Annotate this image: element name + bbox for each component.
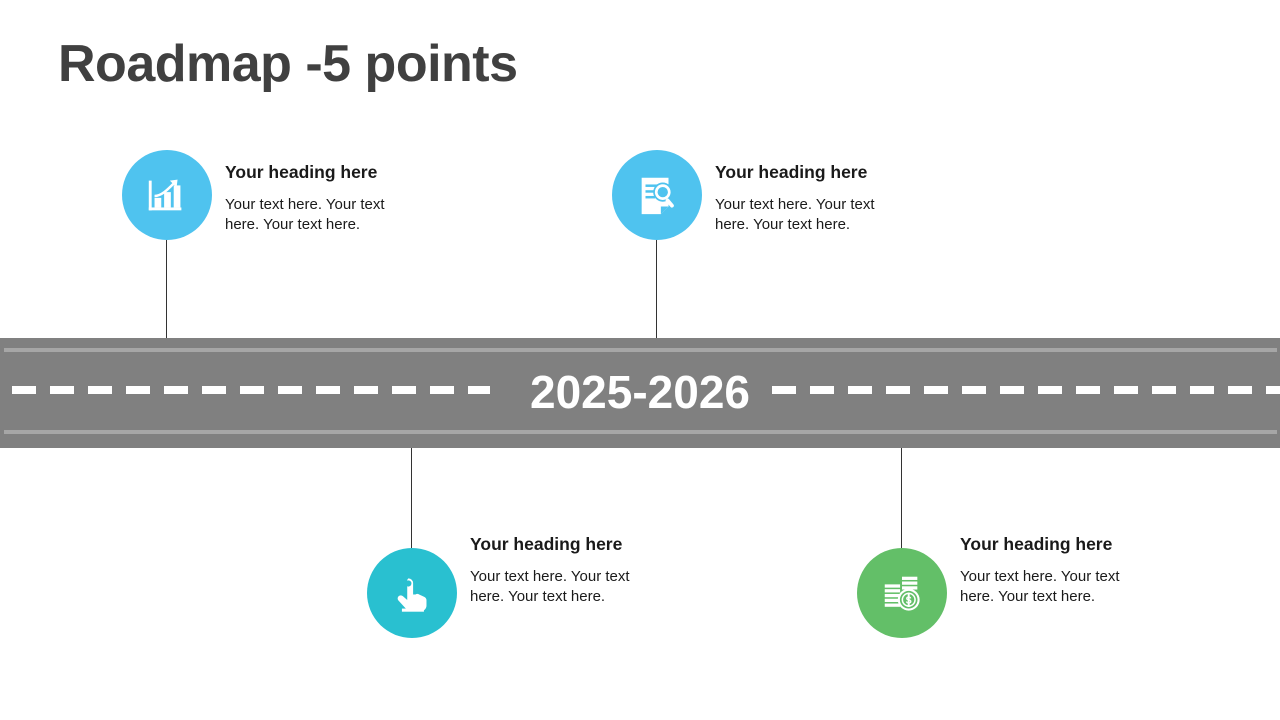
- road-lane-dash: [50, 386, 74, 394]
- road-lane-dash: [772, 386, 796, 394]
- connector-line-milestone-4: [901, 448, 902, 548]
- milestone-1-body: Your text here. Your text here. Your tex…: [225, 196, 385, 233]
- connector-line-milestone-1: [166, 240, 167, 340]
- road-timeline: 2025-2026: [0, 338, 1280, 448]
- road-lane-dash: [1038, 386, 1062, 394]
- milestone-4-text-block: Your heading here Your text here. Your t…: [960, 533, 1150, 606]
- road-lane-dash: [810, 386, 834, 394]
- road-lane-dash: [886, 386, 910, 394]
- connector-line-milestone-3: [411, 448, 412, 548]
- road-edge-band-bottom: [4, 430, 1277, 434]
- milestone-4-body: Your text here. Your text here. Your tex…: [960, 568, 1120, 605]
- road-lane-dash: [126, 386, 150, 394]
- milestone-3-text-block: Your heading here Your text here. Your t…: [470, 533, 660, 606]
- hand-tap-icon: [390, 571, 434, 615]
- road-lane-dash: [1190, 386, 1214, 394]
- road-lane-dash: [468, 386, 492, 394]
- road-lane-dash: [202, 386, 226, 394]
- money-coins-dollar-icon: $: [879, 570, 925, 616]
- road-year-backdrop: [490, 362, 770, 424]
- connector-line-milestone-2: [656, 240, 657, 340]
- road-lane-dash: [392, 386, 416, 394]
- milestone-3-body: Your text here. Your text here. Your tex…: [470, 568, 630, 605]
- document-search-icon: [634, 172, 680, 218]
- milestone-2-text-block: Your heading here Your text here. Your t…: [715, 161, 905, 234]
- milestone-1-icon-circle[interactable]: [111, 139, 223, 251]
- milestone-2-icon-circle[interactable]: [601, 139, 713, 251]
- road-lane-dash: [354, 386, 378, 394]
- road-lane-dash: [1114, 386, 1138, 394]
- road-lane-dash: [12, 386, 36, 394]
- milestone-3-heading: Your heading here: [470, 534, 623, 554]
- milestone-4-icon-circle[interactable]: $: [846, 537, 958, 649]
- milestone-2-heading: Your heading here: [715, 162, 868, 182]
- milestone-1-heading: Your heading here: [225, 162, 378, 182]
- road-lane-dash: [164, 386, 188, 394]
- road-lane-dash: [316, 386, 340, 394]
- road-lane-dash: [1000, 386, 1024, 394]
- road-lane-dash: [1266, 386, 1280, 394]
- road-lane-dash: [1228, 386, 1252, 394]
- road-lane-dash: [962, 386, 986, 394]
- road-lane-dash: [430, 386, 454, 394]
- road-lane-dash: [924, 386, 948, 394]
- bar-chart-growth-icon: [144, 172, 190, 218]
- milestone-3-icon-circle[interactable]: [356, 537, 468, 649]
- road-lane-dash: [1076, 386, 1100, 394]
- road-lane-dash: [848, 386, 872, 394]
- road-lane-dash: [88, 386, 112, 394]
- road-lane-dash: [1152, 386, 1176, 394]
- road-lane-dash: [278, 386, 302, 394]
- road-lane-dash: [240, 386, 264, 394]
- page-title: Roadmap -5 points: [58, 35, 518, 93]
- road-edge-band-top: [4, 348, 1277, 352]
- milestone-2-body: Your text here. Your text here. Your tex…: [715, 196, 875, 233]
- road-year-label: 2025-2026: [530, 366, 750, 418]
- milestone-1-text-block: Your heading here Your text here. Your t…: [225, 161, 415, 234]
- milestone-4-heading: Your heading here: [960, 534, 1113, 554]
